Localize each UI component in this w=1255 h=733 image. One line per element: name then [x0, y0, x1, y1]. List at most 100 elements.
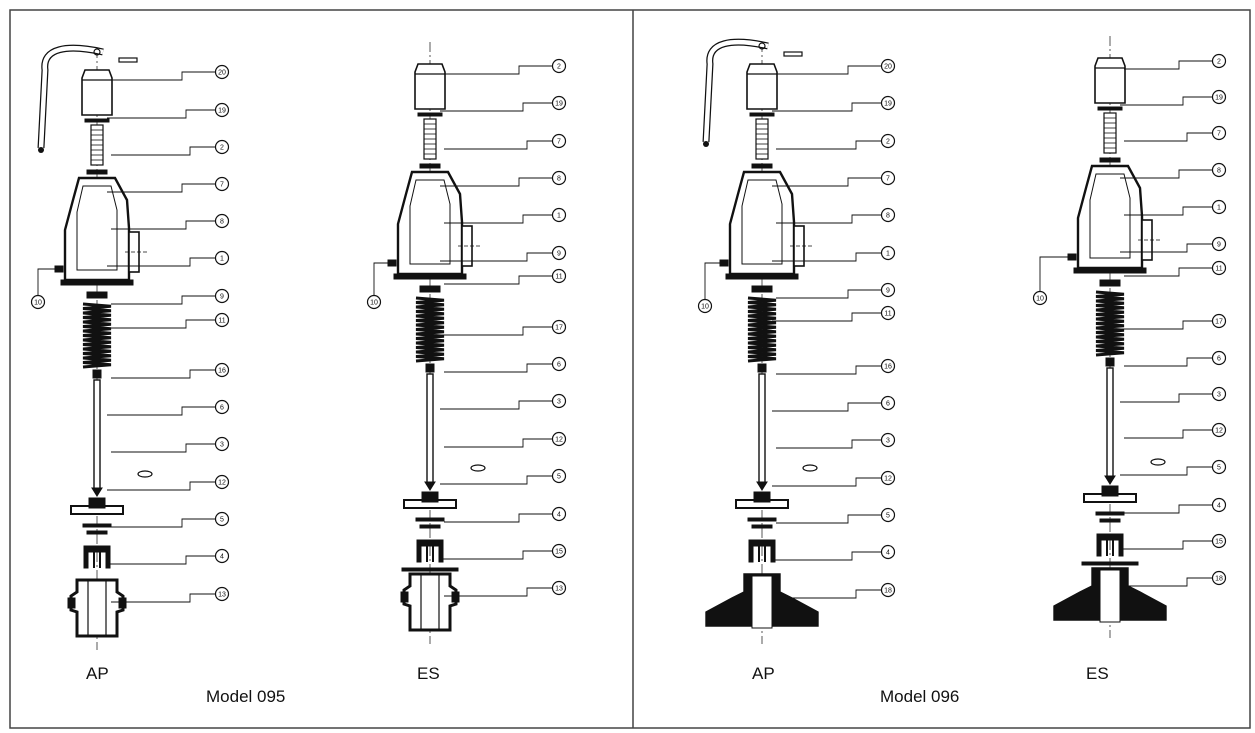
callout-leader	[111, 220, 215, 230]
callout-leader	[776, 214, 881, 224]
callout-bubble	[551, 95, 567, 111]
side-callout-number: 10	[370, 300, 378, 307]
callout-leader	[1124, 357, 1212, 367]
callout-number: 7	[1217, 131, 1221, 138]
callout-number: 4	[557, 512, 561, 519]
callout-number: 2	[557, 64, 561, 71]
side-callout-bubble	[697, 298, 713, 314]
callout-number: 8	[1217, 168, 1221, 175]
assemblies-layer: 2019278191116631254131021978191117631254…	[30, 36, 1227, 650]
pin-part	[470, 464, 486, 472]
side-plug	[387, 259, 397, 267]
lifting-pin	[118, 57, 138, 63]
callout-number: 8	[886, 213, 890, 220]
callout-bubble	[880, 582, 896, 598]
callout-number: 18	[884, 588, 892, 595]
callout-number: 20	[218, 70, 226, 77]
side-callout-number: 10	[701, 304, 709, 311]
spindle-tip	[1104, 475, 1116, 485]
seat-ring	[416, 539, 444, 563]
cap	[746, 63, 778, 110]
callout-number: 1	[886, 251, 890, 258]
washer-ring	[82, 523, 112, 528]
label-es-096: ES	[1086, 664, 1109, 683]
callout-number: 9	[1217, 242, 1221, 249]
callout-number: 12	[884, 476, 892, 483]
callout-number: 16	[884, 364, 892, 371]
callout-leader	[444, 587, 552, 597]
callout-leader	[1124, 267, 1212, 277]
callout-number: 11	[218, 318, 225, 325]
callout-bubble	[214, 436, 230, 452]
callout-leader	[1120, 169, 1212, 179]
callout-leader	[440, 326, 552, 336]
body-flange	[725, 273, 799, 280]
seat-ring	[83, 545, 111, 569]
callout-leader	[440, 177, 552, 187]
callout-number: 2	[1217, 59, 1221, 66]
side-plug	[54, 265, 64, 273]
callout-bubble	[1211, 236, 1227, 252]
body-bore	[1089, 173, 1131, 259]
inlet-lug	[451, 591, 460, 603]
callout-number: 1	[557, 213, 561, 220]
callout-number: 19	[1215, 95, 1223, 102]
callout-bubble	[1211, 313, 1227, 329]
callout-leader	[1124, 504, 1212, 514]
side-plug	[719, 259, 729, 267]
callout-leader	[772, 102, 881, 112]
callout-bubble	[551, 506, 567, 522]
callout-leader	[772, 312, 881, 322]
callout-leader	[776, 439, 881, 449]
body-bore	[76, 185, 118, 271]
spring	[415, 296, 445, 363]
washer-ring	[419, 524, 441, 529]
callout-leader	[111, 518, 215, 528]
callout-bubble	[551, 431, 567, 447]
disc	[421, 491, 439, 503]
lever-inner	[703, 39, 769, 143]
callout-leader	[440, 475, 552, 485]
callout-leader	[111, 369, 215, 379]
gasket-plate	[401, 567, 459, 572]
side-callout-bubble	[30, 294, 46, 310]
callout-number: 12	[218, 480, 226, 487]
side-callout-leader	[373, 262, 388, 295]
callout-leader	[111, 443, 215, 453]
cap-gasket	[749, 112, 775, 117]
spindle-tip	[756, 481, 768, 491]
callout-bubble	[214, 288, 230, 304]
callout-bubble	[880, 544, 896, 560]
spring-washer-top	[1099, 279, 1121, 287]
callout-bubble	[880, 133, 896, 149]
cap-gasket	[417, 112, 443, 117]
callout-leader	[107, 257, 215, 267]
callout-bubble	[214, 250, 230, 266]
callout-bubble	[214, 511, 230, 527]
callout-bubble	[214, 213, 230, 229]
lever-tip	[703, 141, 709, 147]
callout-bubble	[880, 470, 896, 486]
callout-leader	[772, 177, 881, 187]
spindle	[426, 373, 434, 485]
lock-nut	[1099, 157, 1121, 163]
callout-bubble	[551, 133, 567, 149]
washer-ring	[1095, 511, 1125, 516]
body-bore	[409, 179, 451, 265]
inlet-connector	[69, 578, 125, 638]
callout-bubble	[551, 207, 567, 223]
callout-leader	[111, 593, 215, 603]
callout-bubble	[551, 356, 567, 372]
callout-leader	[1124, 577, 1212, 587]
washer-ring	[751, 524, 773, 529]
callout-bubble	[1211, 459, 1227, 475]
spring-washer-bottom	[92, 369, 102, 379]
valve-body	[1076, 164, 1144, 270]
callout-bubble	[214, 548, 230, 564]
outer-frame	[9, 9, 1251, 729]
spring-washer-top	[419, 285, 441, 293]
lever-tip	[38, 147, 44, 153]
inlet-lug	[118, 597, 127, 609]
